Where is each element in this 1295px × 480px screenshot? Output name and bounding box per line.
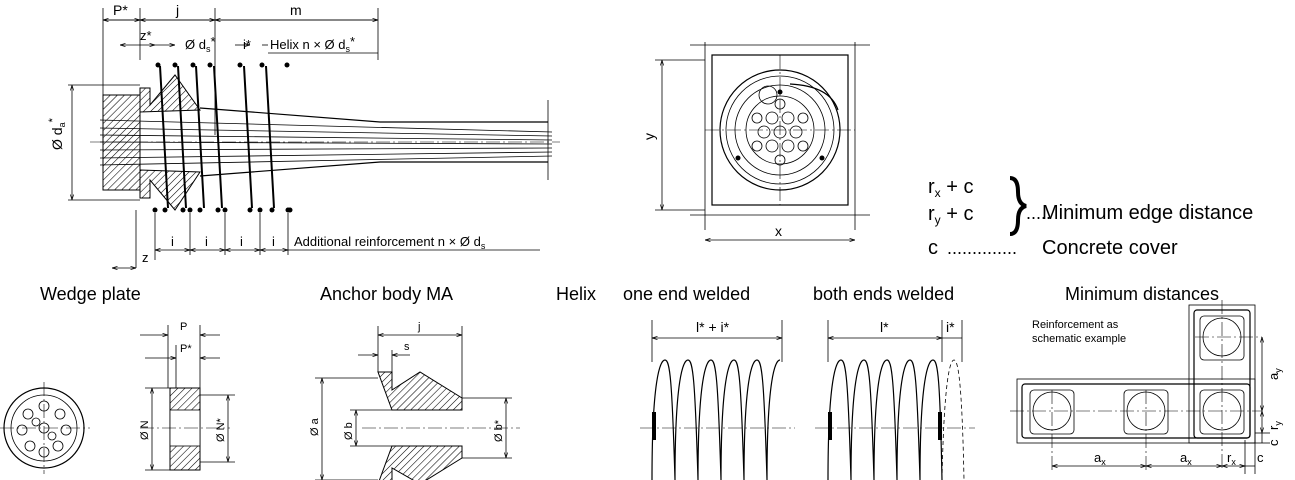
dim-da: Ø da* <box>47 117 67 150</box>
front-view: y x <box>641 42 870 240</box>
dim-i-star: i* <box>243 37 251 52</box>
dim-y: y <box>641 133 657 140</box>
dim-x: x <box>775 223 782 239</box>
helix-label: Helix n × Ø ds* <box>270 34 355 54</box>
minimum-distances: Reinforcement as schematic example ax ax… <box>1010 300 1283 474</box>
legend-brace <box>1009 176 1027 236</box>
min-distances-title: Minimum distances <box>1065 284 1219 304</box>
anchor-body-bottom <box>139 169 201 211</box>
dim-ax-2: ax <box>1180 450 1192 467</box>
wedge-plate-title: Wedge plate <box>40 284 141 304</box>
dim-l-star: l* <box>880 319 889 335</box>
anchor-body-lower <box>378 445 463 480</box>
anchor-body-top <box>139 74 201 113</box>
dim-a-body: Ø a <box>309 417 321 436</box>
dim-b-body: Ø b <box>343 422 355 440</box>
helix-both-ends: l* i* <box>815 319 975 480</box>
dim-j: j <box>175 2 179 18</box>
dim-i: i <box>205 234 208 249</box>
anchor-body-upper <box>377 371 463 411</box>
duct-top <box>199 107 548 123</box>
dim-P: P <box>180 321 187 333</box>
dim-s: s <box>404 341 410 353</box>
dim-rx: rx <box>1227 450 1236 467</box>
dim-i: i <box>272 234 275 249</box>
dim-l-plus-i: l* + i* <box>696 319 730 335</box>
legend-c-text: Concrete cover <box>1042 237 1178 259</box>
note-line1: Reinforcement as <box>1032 319 1119 331</box>
legend-rx: rx + c <box>928 176 973 200</box>
strand-bundle <box>90 100 560 180</box>
dim-c-y: c <box>1266 439 1281 446</box>
duct-bottom <box>199 161 548 177</box>
legend-edge-text: Minimum edge distance <box>1042 202 1253 224</box>
dim-ry: ry <box>1266 421 1283 430</box>
dim-P-star: P* <box>113 2 128 18</box>
wedge-plate-views: Ø N Ø N* P P* <box>0 321 235 474</box>
helix-both-ends-title: both ends welded <box>813 284 954 304</box>
dim-i: i <box>240 234 243 249</box>
dim-ds-star: Ø ds* <box>185 34 216 54</box>
dim-i: i <box>171 234 174 249</box>
legend-c: c <box>928 237 938 259</box>
note-line2: schematic example <box>1032 333 1126 345</box>
dim-ax-1: ax <box>1094 450 1106 467</box>
dim-c-x: c <box>1257 450 1264 465</box>
dim-m: m <box>290 2 302 18</box>
legend: rx + c ry + c ..... Minimum edge distanc… <box>928 176 1253 259</box>
anchorage-section: P* j m z* Ø ds* i* Helix n × Ø ds* Ø da* <box>47 2 560 268</box>
additional-label: Additional reinforcement n × Ø ds <box>294 234 486 251</box>
helix-one-end-title: one end welded <box>623 284 750 304</box>
dim-N: Ø N <box>139 420 151 440</box>
dim-P-star-plate: P* <box>180 343 192 355</box>
helix-title: Helix <box>556 284 596 304</box>
anchor-body-view: j s Ø a Ø b Ø b* <box>309 321 520 480</box>
dim-i-star-helix: i* <box>946 319 955 335</box>
helix-coils <box>155 62 293 213</box>
helix-one-end: l* + i* <box>640 319 795 480</box>
legend-edge-leader: ..... <box>1026 203 1051 223</box>
dim-ay: ay <box>1266 368 1283 380</box>
additional-reinforcement <box>152 207 291 213</box>
anchor-body-title: Anchor body MA <box>320 284 453 304</box>
dim-b-star-body: Ø b* <box>493 419 505 442</box>
legend-ry: ry + c <box>928 203 973 227</box>
dim-z-star: z* <box>140 28 152 43</box>
dim-z: z <box>142 250 149 265</box>
dim-j-body: j <box>417 321 420 333</box>
legend-c-leader: .............. <box>947 238 1017 258</box>
dim-N-star: Ø N* <box>215 417 227 442</box>
